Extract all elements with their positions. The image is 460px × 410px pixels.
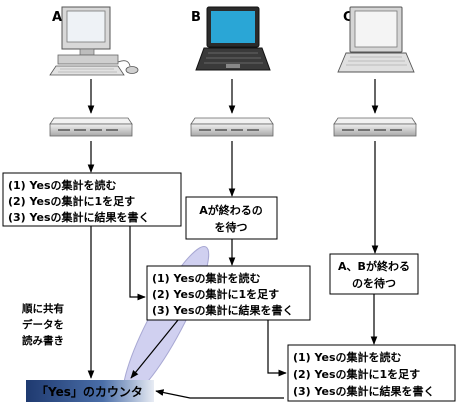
arrow (129, 226, 146, 301)
wait-text-line2: を待つ (215, 220, 248, 234)
process-box-a: (1) Yesの集計を読む (2) Yesの集計に1を足す (3) Yesの集計… (2, 172, 182, 227)
network-switch-icon (49, 117, 133, 137)
laptop-computer-icon (337, 6, 415, 73)
process-step-2: (2) Yesの集計に1を足す (293, 367, 420, 381)
network-switch-icon (190, 117, 274, 137)
computer-label-c: C (343, 10, 353, 25)
process-step-3: (3) Yesの集計に結果を書く (293, 384, 435, 398)
process-step-1: (1) Yesの集計を読む (293, 350, 402, 364)
process-box-b: (1) Yesの集計を読む (2) Yesの集計に1を足す (3) Yesの集計… (146, 265, 311, 321)
arrow (130, 319, 179, 379)
side-note-line2: データを (22, 318, 64, 331)
process-step-1: (1) Yesの集計を読む (152, 271, 261, 285)
wait-text-line1: A、Bが終わる (338, 259, 410, 273)
side-note-line3: 読み書き (22, 334, 64, 347)
wait-text-line2: のを待つ (352, 276, 396, 290)
process-step-2: (2) Yesの集計に1を足す (152, 287, 279, 301)
wait-box-c: A、Bが終わる のを待つ (329, 253, 419, 295)
arrow (267, 320, 287, 377)
process-step-3: (3) Yesの集計に結果を書く (8, 210, 150, 224)
computer-label-a: A (52, 10, 62, 25)
computer-label-b: B (191, 10, 201, 25)
yes-counter: 「Yes」のカウンタ (26, 380, 154, 402)
process-box-c: (1) Yesの集計を読む (2) Yesの集計に1を足す (3) Yesの集計… (287, 344, 456, 402)
desktop-computer-icon (49, 6, 139, 76)
arrow (155, 389, 284, 399)
process-step-2: (2) Yesの集計に1を足す (8, 194, 135, 208)
laptop-computer-icon (195, 6, 271, 71)
counter-label: 「Yes」のカウンタ (36, 384, 143, 399)
process-step-1: (1) Yesの集計を読む (8, 178, 117, 192)
side-note: 順に共有 データを 読み書き (22, 302, 64, 347)
process-step-3: (3) Yesの集計に結果を書く (152, 303, 294, 317)
wait-text-line1: Aが終わるの (199, 203, 263, 217)
network-switch-icon (333, 117, 417, 137)
side-note-line1: 順に共有 (22, 302, 64, 315)
wait-box-b: Aが終わるの を待つ (185, 196, 278, 240)
